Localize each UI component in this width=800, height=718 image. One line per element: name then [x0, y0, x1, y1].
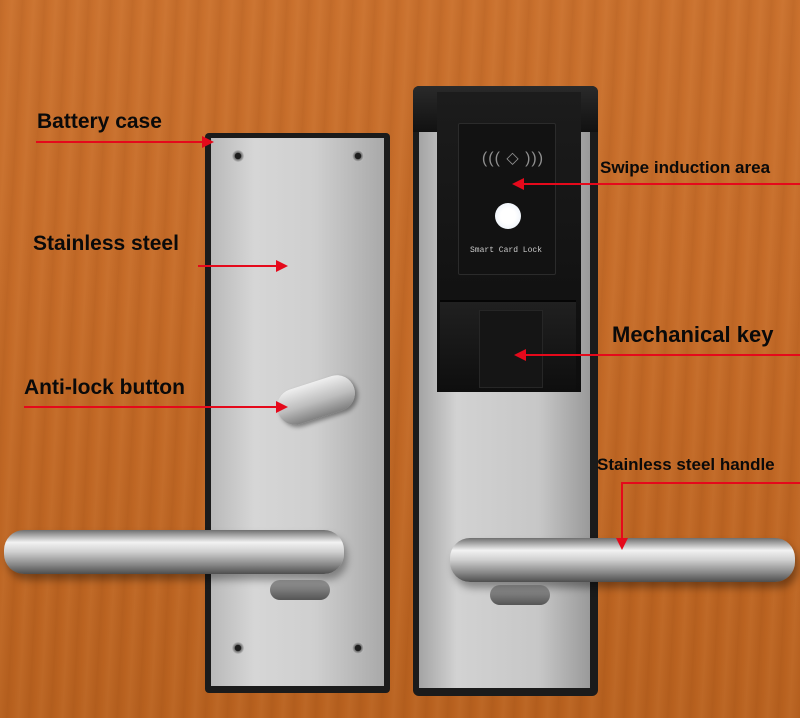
key-slot-icon[interactable]	[479, 310, 543, 388]
label-stainless-steel-handle: Stainless steel handle	[597, 455, 775, 474]
screw-bottom-left	[232, 642, 244, 654]
indicator-led-icon	[495, 203, 521, 229]
screw-top-left	[232, 150, 244, 162]
swipe-induction-area[interactable]	[458, 123, 556, 275]
arrow-swipe-induction-area	[512, 178, 800, 190]
label-anti-lock-button: Anti-lock button	[24, 376, 185, 399]
device-brand-text: Smart Card Lock	[469, 246, 542, 255]
arrow-mechanical-key	[514, 349, 800, 361]
screw-bottom-right	[352, 642, 364, 654]
arrow-stainless-steel-handle-down	[616, 482, 628, 550]
rfid-waves-icon: ((( ◇ )))	[481, 150, 545, 167]
label-stainless-steel: Stainless steel	[33, 232, 179, 255]
right-handle-rosette	[490, 585, 550, 605]
label-swipe-induction-area: Swipe induction area	[600, 158, 771, 177]
screw-top-right	[352, 150, 364, 162]
left-lever-handle[interactable]	[4, 530, 344, 574]
arrow-stainless-steel	[198, 260, 288, 272]
label-battery-case: Battery case	[37, 110, 162, 133]
arrow-battery-case	[36, 136, 214, 148]
label-mechanical-key: Mechanical key	[612, 322, 774, 347]
arrow-anti-lock-button	[24, 401, 288, 413]
left-handle-rosette	[270, 580, 330, 600]
arrow-stainless-steel-handle	[622, 482, 800, 484]
